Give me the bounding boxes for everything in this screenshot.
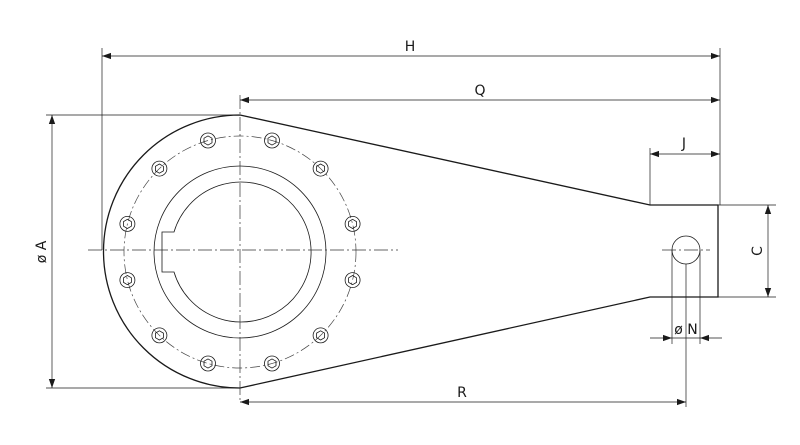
torque-arm-outline — [102, 114, 719, 389]
hub-keyway — [161, 181, 312, 323]
bolt — [200, 355, 216, 372]
label-q: Q — [474, 83, 485, 99]
bolt — [119, 272, 136, 289]
label-n: ø N — [674, 322, 698, 338]
bolt — [344, 215, 361, 232]
bolt — [312, 327, 329, 344]
bolt — [119, 215, 136, 232]
label-h: H — [405, 39, 416, 55]
label-j: J — [681, 136, 686, 152]
bolt — [344, 272, 361, 289]
bolt — [151, 160, 168, 177]
bolt — [264, 355, 280, 372]
label-r: R — [457, 385, 467, 401]
flange-bolts — [119, 132, 361, 372]
bolt — [200, 132, 216, 149]
label-a: ø A — [34, 240, 50, 263]
bolt — [264, 132, 280, 149]
bolt — [151, 327, 168, 344]
label-c: C — [750, 246, 766, 256]
bolt — [312, 160, 329, 177]
